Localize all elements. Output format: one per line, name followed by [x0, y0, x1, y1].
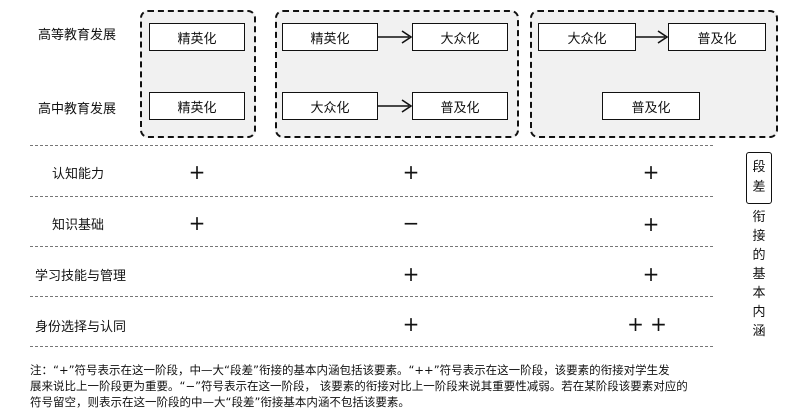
footnote-line: 注：“+”符号表示在这一阶段，中—大“段差”衔接的基本内涵包括该要素。“++”符… [30, 363, 670, 377]
side-label-char: 差 [752, 180, 766, 195]
footnote-line: 展来说比上一阶段更为重要。“−”符号表示在这一阶段， 该要素的衔接对比上一阶段来… [30, 379, 688, 393]
stage-2-higher-box-from: 精英化 [282, 23, 378, 51]
row-label-high-school-education: 高中教育发展 [38, 102, 117, 117]
arrow-icon [378, 30, 413, 44]
stage-1-higher-box: 精英化 [149, 23, 245, 51]
factor-label-learning-skills: 学习技能与管理 [35, 269, 127, 284]
factor-label-identity: 身份选择与认同 [35, 320, 127, 335]
stage-1-high-box: 精英化 [149, 92, 245, 120]
stage-2-higher-box-to: 大众化 [412, 23, 508, 51]
divider [30, 145, 713, 146]
divider [30, 346, 713, 347]
divider [30, 246, 713, 247]
side-label-char: 段 [752, 160, 766, 175]
stage-3-high-box: 普及化 [602, 92, 700, 120]
factor-mark: + [402, 312, 420, 336]
side-label-char: 的 [752, 248, 766, 263]
divider [30, 196, 713, 197]
side-label-char: 涵 [752, 324, 766, 339]
factor-mark: + [642, 262, 660, 286]
factor-mark: + [188, 160, 206, 184]
stage-3-higher-box-to: 普及化 [668, 23, 766, 51]
factor-mark: + [188, 211, 206, 235]
factor-label-knowledge-base: 知识基础 [52, 218, 105, 233]
row-label-higher-education: 高等教育发展 [38, 28, 117, 43]
factor-mark: + [642, 160, 660, 184]
stage-2-high-box-to: 普及化 [412, 92, 508, 120]
factor-mark: − [402, 211, 420, 235]
footnote-line: 符号留空，则表示在这一阶段的中—大“段差”衔接基本内涵不包括该要素。 [30, 395, 410, 409]
side-label-char: 衔 [752, 210, 766, 225]
stage-2-high-box-from: 大众化 [282, 92, 378, 120]
stage-3-higher-box-from: 大众化 [538, 23, 636, 51]
side-label-char: 本 [752, 286, 766, 301]
factor-label-cognitive-ability: 认知能力 [52, 167, 105, 182]
divider [30, 296, 713, 297]
factor-mark: + + [627, 312, 667, 336]
side-label-box [746, 152, 772, 204]
arrow-icon [636, 30, 669, 44]
factor-mark: + [402, 160, 420, 184]
side-label-char: 基 [752, 267, 766, 282]
factor-mark: + [402, 262, 420, 286]
factor-mark: + [642, 212, 660, 236]
arrow-icon [378, 99, 413, 113]
side-label-char: 接 [752, 229, 766, 244]
side-label-char: 内 [752, 305, 766, 320]
footnote: 注：“+”符号表示在这一阶段，中—大“段差”衔接的基本内涵包括该要素。“++”符… [30, 362, 790, 410]
